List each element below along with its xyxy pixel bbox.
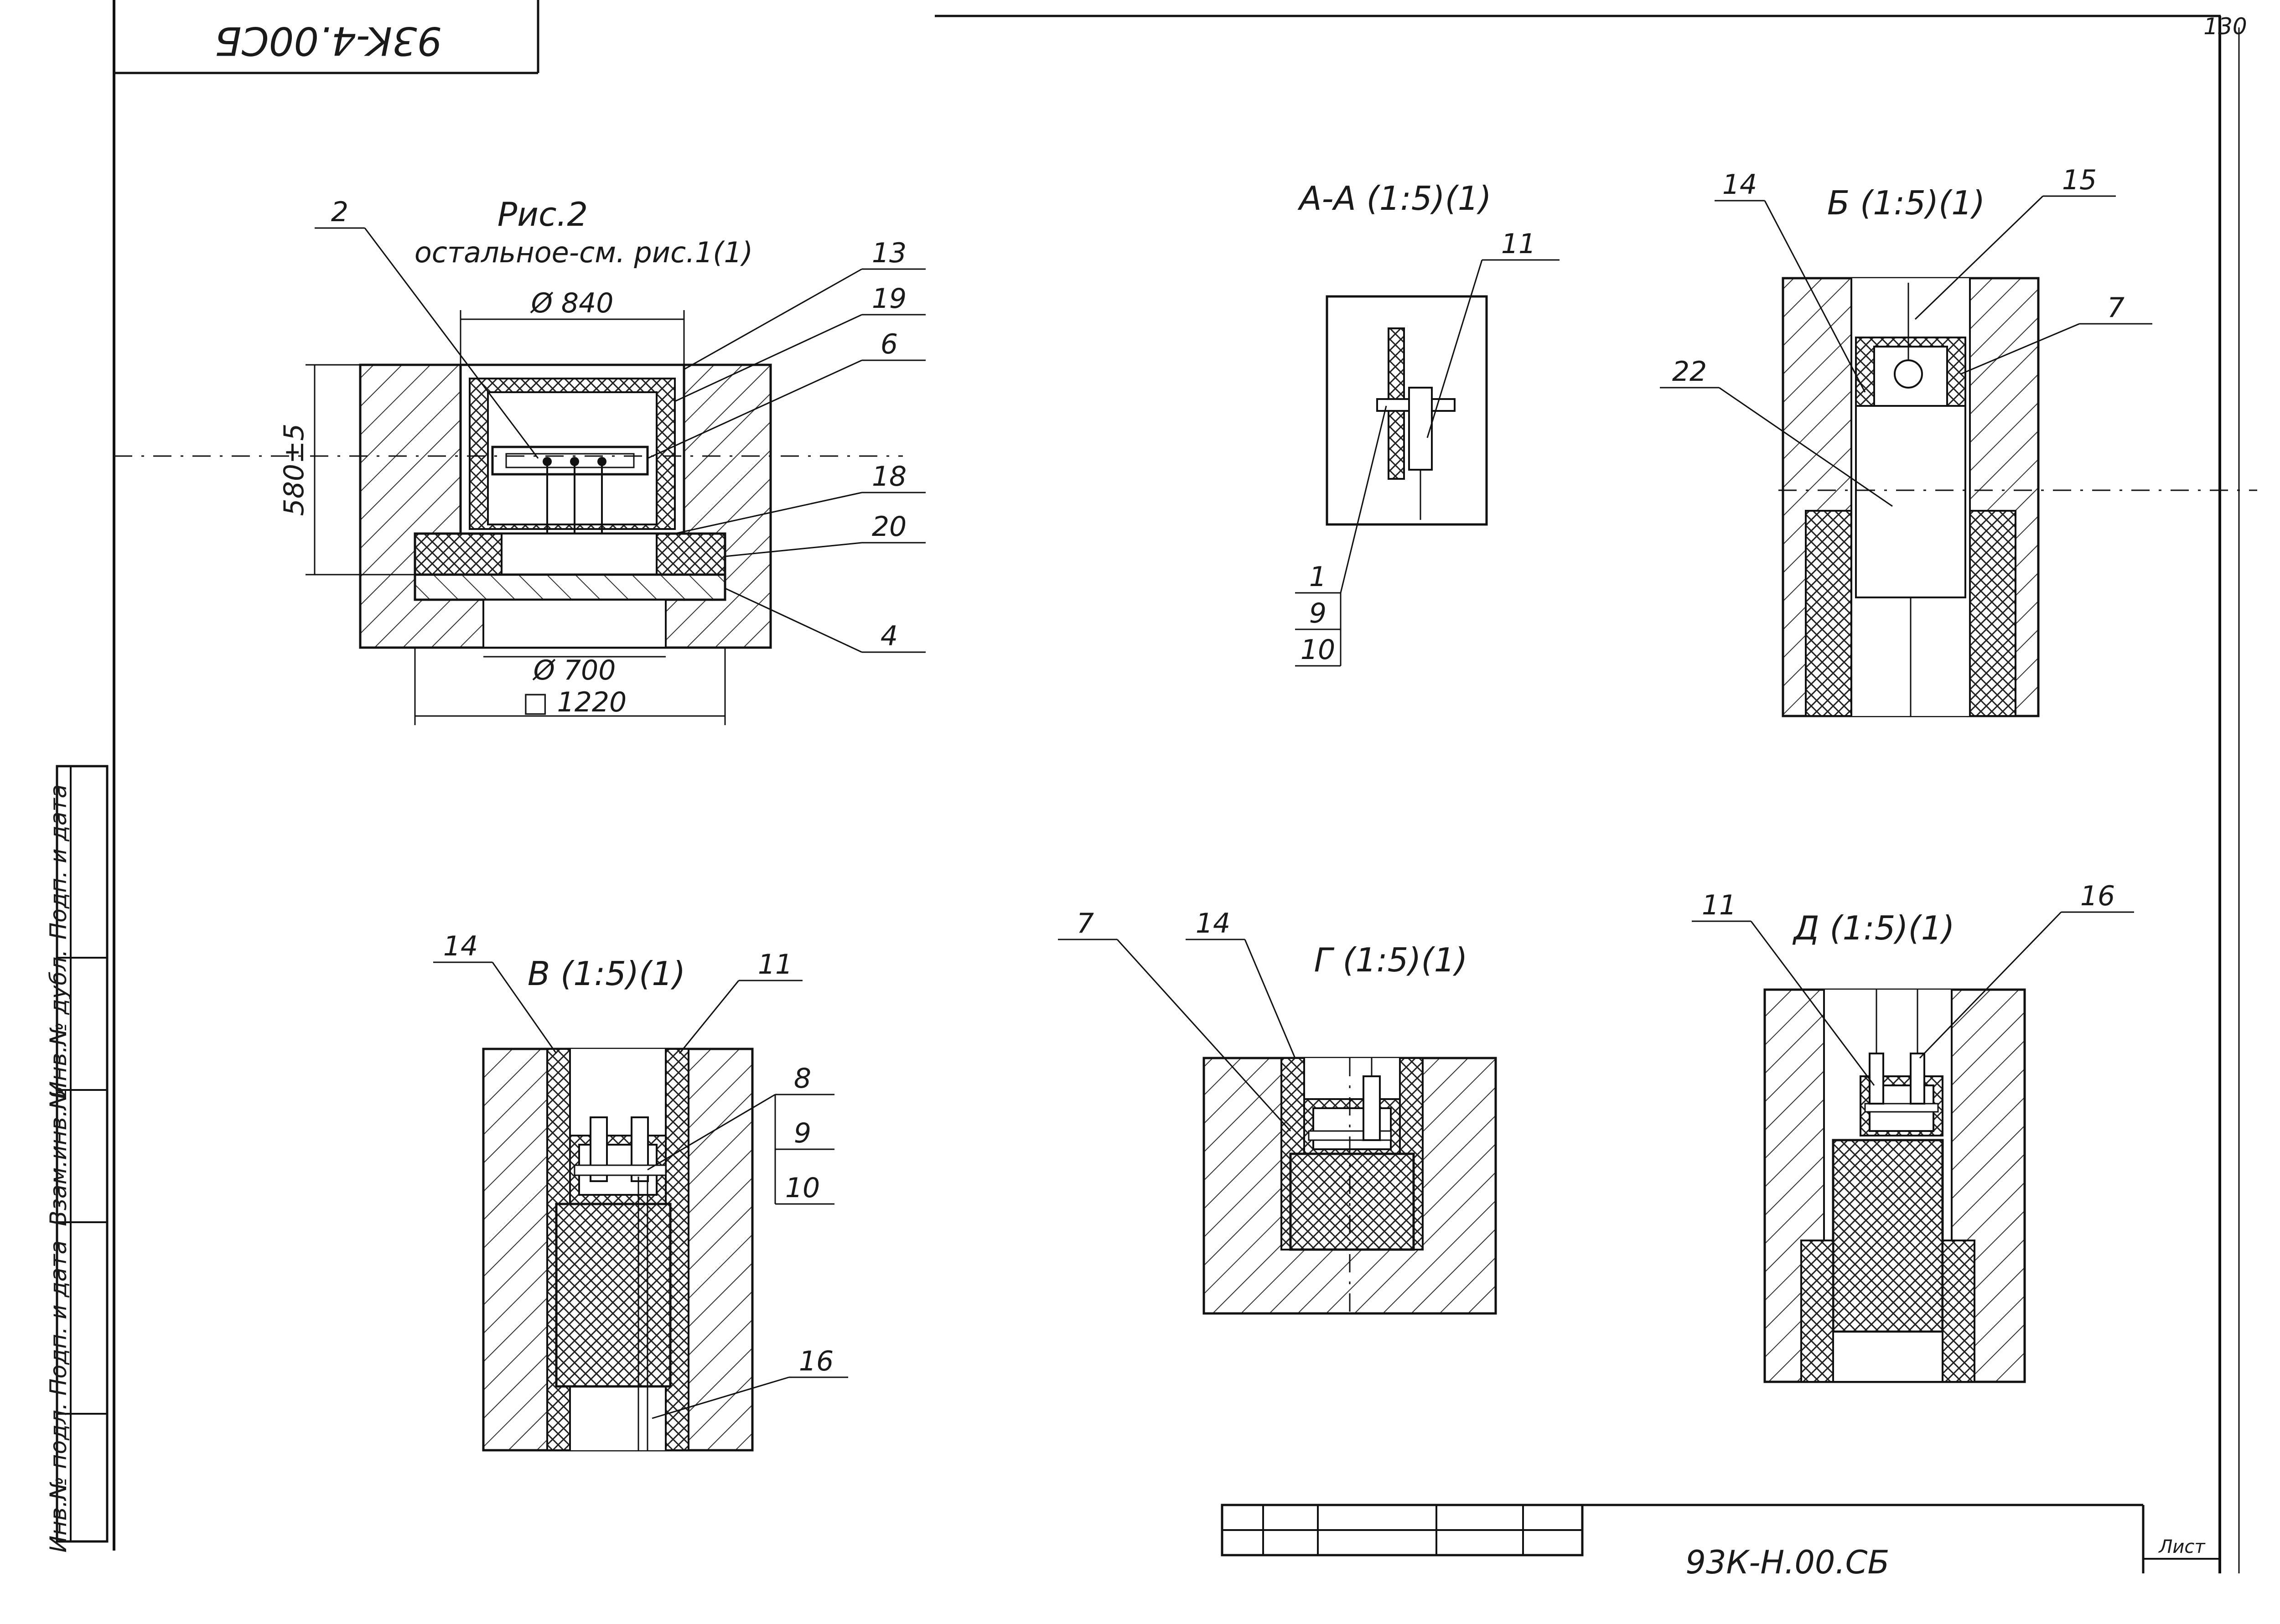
- callout-2: 2: [331, 196, 348, 228]
- aa-callout-10: 10: [1301, 634, 1335, 666]
- dim-diameter-700: Ø 700: [532, 654, 616, 686]
- b-callout-22: 22: [1672, 356, 1707, 388]
- drawing-code-top: 93K-4.00СБ: [215, 18, 442, 63]
- view-d-title: Д (1:5)(1): [1792, 909, 1954, 947]
- figure-2: Рис.2 остальное-см. рис.1(1): [114, 195, 926, 725]
- title-block: 93К-Н.00.СБ Лист: [1221, 1504, 2206, 1581]
- b-callout-14: 14: [1722, 169, 1757, 201]
- corner-sheet-number: 130: [2203, 13, 2247, 40]
- view-a-a: А-А (1:5)(1) 11 1 9 10: [1295, 179, 1560, 667]
- top-code-box: 93K-4.00СБ: [114, 0, 539, 74]
- sheet-label: Лист: [2158, 1536, 2206, 1557]
- fig2-title: Рис.2: [497, 195, 588, 233]
- v-callout-8: 8: [794, 1063, 811, 1095]
- sheet-corner-number: 130: [2203, 13, 2247, 40]
- aa-callout-1: 1: [1309, 561, 1327, 593]
- view-aa-title: А-А (1:5)(1): [1297, 179, 1491, 218]
- v-callout-9: 9: [794, 1117, 811, 1149]
- view-b-title: Б (1:5)(1): [1827, 184, 1985, 222]
- callout-4: 4: [881, 620, 898, 652]
- view-g-callouts: 7 14: [1058, 908, 1296, 1132]
- fig2-callouts: 2 13 19 6 18 20 4: [315, 196, 926, 653]
- callout-13: 13: [872, 237, 907, 269]
- stamp-field-3: Взам.инв.№: [45, 1086, 72, 1226]
- side-stamp: Инв.№ подл. Подп. и дата Взам.инв.№ Инв.…: [45, 765, 109, 1553]
- view-g: Г (1:5)(1) 7 14: [1058, 908, 1497, 1315]
- view-v: В (1:5)(1) 14 11 8 9 10: [433, 930, 848, 1452]
- v-callout-10: 10: [785, 1172, 820, 1204]
- view-b: Б (1:5)(1) 14 15 7 22: [1660, 164, 2257, 717]
- stamp-field-2: Подп. и дата: [45, 1240, 72, 1396]
- v-callout-16: 16: [799, 1345, 834, 1377]
- view-v-title: В (1:5)(1): [528, 955, 685, 993]
- aa-callout-11: 11: [1501, 228, 1536, 260]
- view-b-callouts: 14 15 7 22: [1660, 164, 2152, 507]
- b-callout-7: 7: [2107, 292, 2125, 324]
- stamp-field-4: Инв.№ дубл.: [45, 949, 72, 1098]
- fig2-subtitle: остальное-см. рис.1(1): [415, 236, 753, 269]
- view-aa-callouts: 11 1 9 10: [1295, 228, 1560, 667]
- d-callout-16: 16: [2080, 880, 2115, 912]
- b-callout-15: 15: [2062, 164, 2097, 196]
- dim-height-580: 580±5: [278, 424, 310, 516]
- stamp-field-5: Подп. и дата: [45, 784, 72, 940]
- fig2-dimensions: Ø 840 580±5 Ø 700 □ 1220: [278, 287, 726, 725]
- sheet-frame: [113, 0, 2240, 1573]
- d-callout-11: 11: [1702, 889, 1736, 921]
- v-callout-14: 14: [443, 930, 478, 962]
- dim-square-1220: □ 1220: [523, 686, 627, 718]
- view-v-callouts: 14 11 8 9 10 16: [433, 930, 848, 1419]
- view-d: Д (1:5)(1) 11 16: [1692, 880, 2134, 1383]
- view-d-callouts: 11 16: [1692, 880, 2134, 1086]
- g-callout-7: 7: [1077, 908, 1094, 939]
- callout-18: 18: [872, 461, 907, 493]
- drawing-code-bottom: 93К-Н.00.СБ: [1685, 1544, 1889, 1581]
- callout-19: 19: [872, 283, 907, 315]
- fig2-body: [114, 363, 903, 649]
- v-callout-11: 11: [758, 949, 793, 981]
- aa-callout-9: 9: [1309, 597, 1327, 629]
- callout-20: 20: [872, 511, 907, 543]
- g-callout-14: 14: [1196, 908, 1230, 939]
- view-g-title: Г (1:5)(1): [1314, 941, 1467, 979]
- callout-6: 6: [881, 328, 898, 360]
- dim-diameter-840: Ø 840: [530, 287, 614, 319]
- stamp-field-1: Инв.№ подл.: [45, 1402, 72, 1552]
